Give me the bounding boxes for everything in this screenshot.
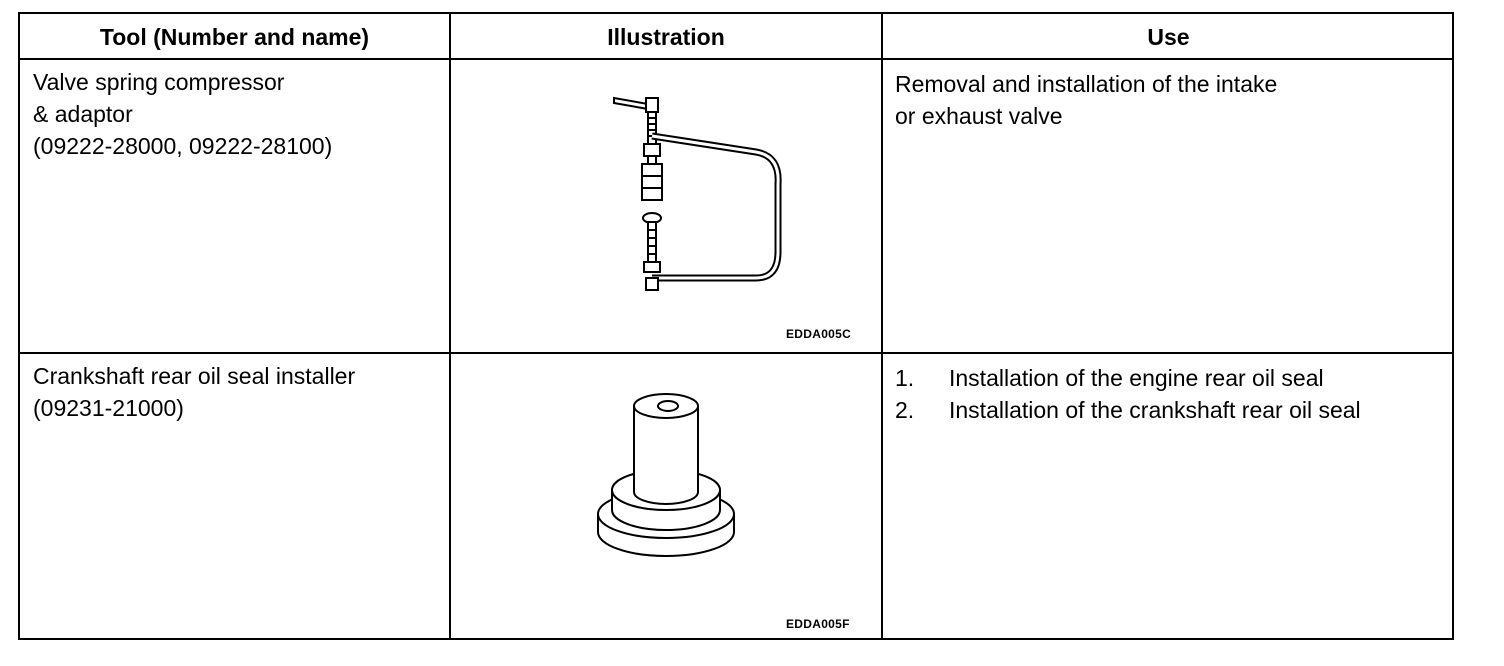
tool-name-cell: Valve spring compressor & adaptor (09222…: [33, 66, 332, 162]
tool-name-line: Crankshaft rear oil seal installer: [33, 363, 356, 389]
tool-name-line: & adaptor: [33, 101, 133, 127]
use-item-number: 1.: [895, 365, 915, 391]
valve-spring-compressor-icon: [613, 96, 782, 291]
illustration-code: EDDA005F: [786, 617, 850, 631]
header-use: Use: [1147, 24, 1190, 50]
use-item-number: 2.: [895, 397, 915, 423]
use-item-text: Installation of the engine rear oil seal: [949, 365, 1324, 391]
use-cell: 1. Installation of the engine rear oil se…: [895, 362, 1361, 426]
use-line: Removal and installation of the intake: [895, 71, 1278, 97]
use-line: or exhaust valve: [895, 103, 1063, 129]
tool-table: Tool (Number and name) Illustration Use …: [18, 12, 1454, 640]
row-divider: [20, 352, 1452, 354]
use-cell: Removal and installation of the intake o…: [895, 68, 1277, 132]
tool-number-line: (09222-28000, 09222-28100): [33, 133, 333, 159]
column-divider: [449, 14, 451, 638]
header-tool: Tool (Number and name): [99, 24, 370, 50]
illustration-code: EDDA005C: [786, 327, 852, 341]
header-divider: [20, 58, 1452, 60]
tool-name-line: Valve spring compressor: [33, 69, 285, 95]
column-divider: [881, 14, 883, 638]
use-list-item: 2. Installation of the crankshaft rear oi…: [895, 394, 1361, 426]
use-list-item: 1. Installation of the engine rear oil se…: [895, 362, 1361, 394]
tool-number-line: (09231-21000): [33, 395, 184, 421]
use-item-text: Installation of the crankshaft rear oil …: [949, 397, 1361, 423]
tool-name-cell: Crankshaft rear oil seal installer (0923…: [33, 360, 355, 424]
oil-seal-installer-icon: [597, 393, 735, 557]
header-illustration: Illustration: [607, 24, 725, 50]
